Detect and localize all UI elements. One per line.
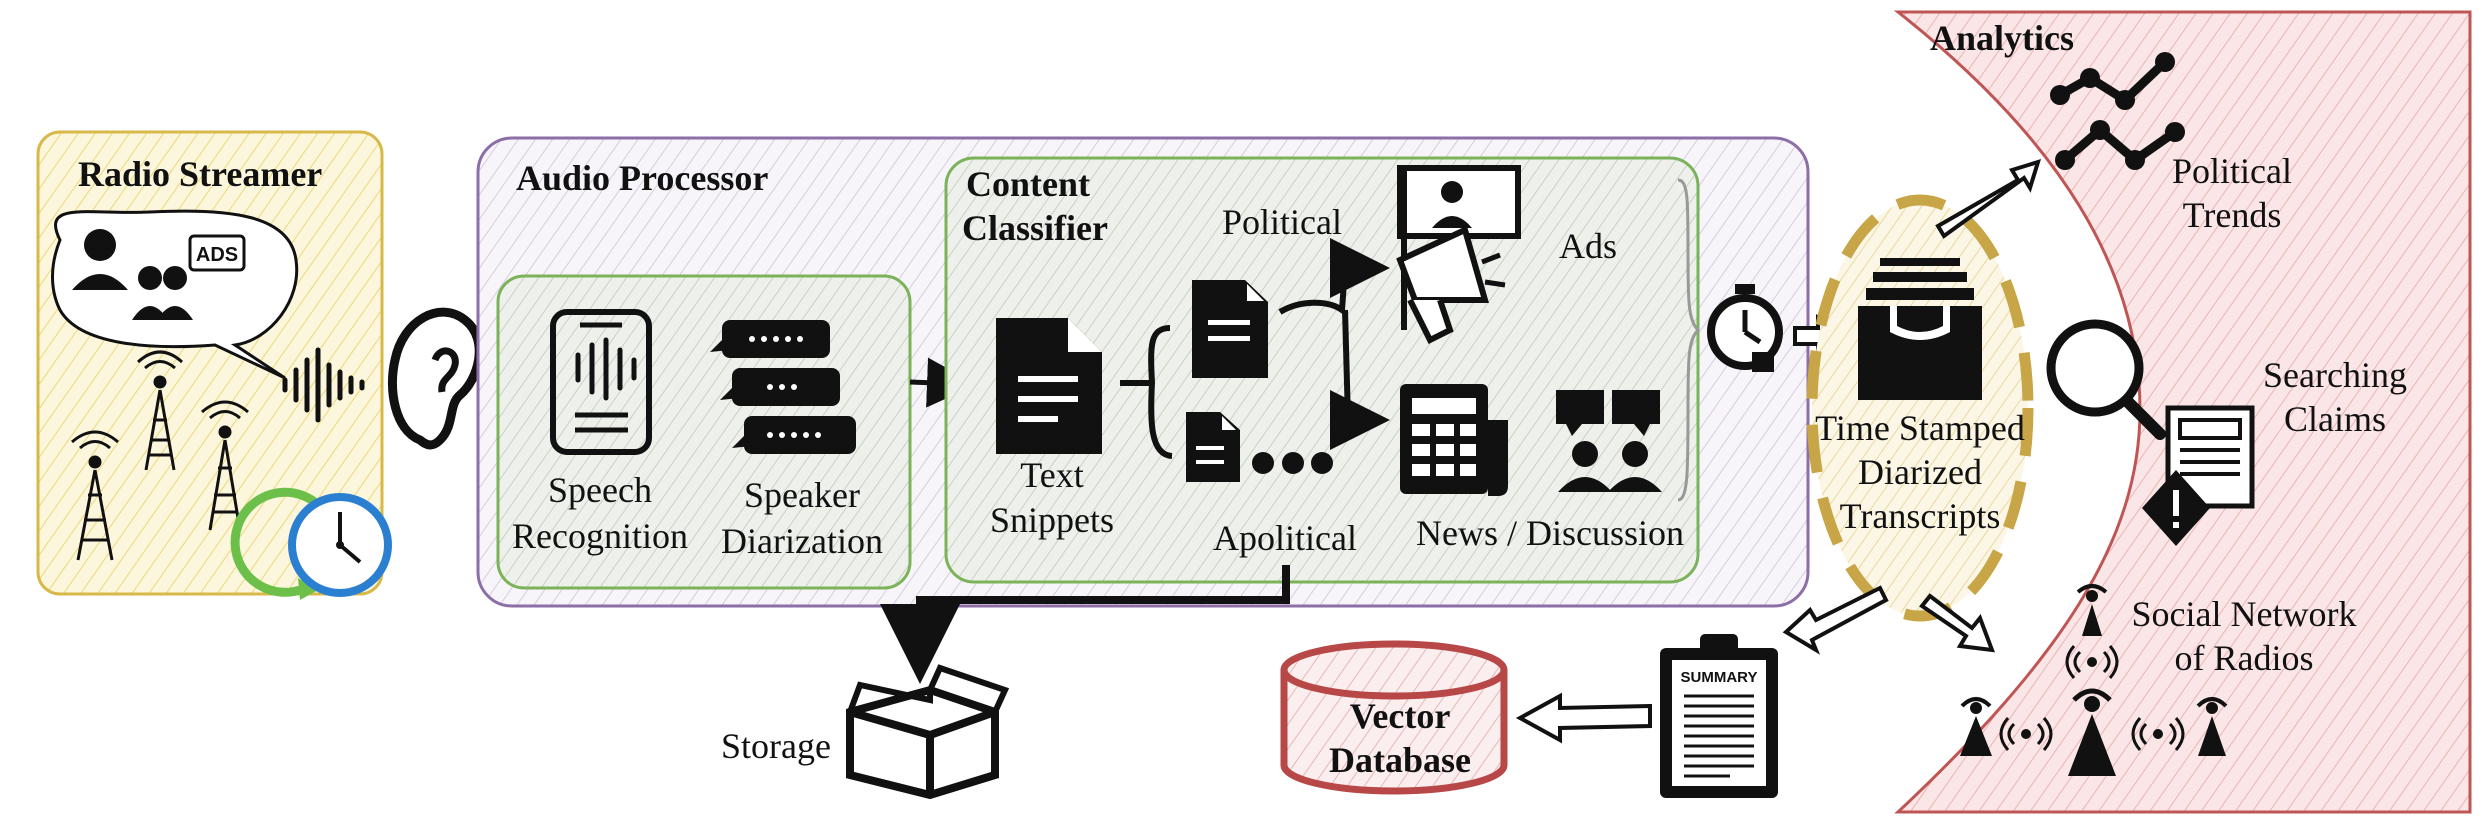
search-claims-icon <box>2046 319 2255 546</box>
ads-label: Ads <box>1559 226 1617 266</box>
vector-database-label-1: Vector <box>1350 696 1451 736</box>
vector-database-label-2: Database <box>1329 740 1471 780</box>
transcripts-node: Time Stamped Diarized Transcripts <box>1806 194 2034 622</box>
radio-tower-icon <box>136 350 184 471</box>
social-network-label-1: Social Network <box>2132 594 2357 634</box>
hollow-arrow <box>1515 692 1652 744</box>
political-trends-label-2: Trends <box>2183 195 2282 235</box>
audio-processor-box: Audio Processor Speech Recognition <box>476 136 1810 608</box>
radio-tower-icon <box>201 400 249 531</box>
document-icon <box>996 318 1102 454</box>
speech-recognition-icon <box>550 309 652 455</box>
trend-chart-icon <box>2050 52 2185 170</box>
apolitical-label: Apolitical <box>1213 518 1357 558</box>
megaphone-icon <box>1396 165 1521 345</box>
arrow <box>880 565 1290 684</box>
summary-badge: SUMMARY <box>1681 669 1758 686</box>
social-network-icon <box>1960 584 2228 776</box>
ads-badge: ADS <box>196 244 238 266</box>
bracket <box>1120 325 1173 459</box>
radio-streamer-box: Radio Streamer ADS <box>36 130 392 600</box>
discussion-icon <box>1556 390 1662 492</box>
analytics-title: Analytics <box>1930 18 2074 58</box>
speech-bubble-icon: ADS <box>51 209 299 380</box>
searching-claims-label-1: Searching <box>2263 355 2407 395</box>
political-trends-label-1: Political <box>2172 151 2292 191</box>
speech-recognition-label-1: Speech <box>548 470 652 510</box>
radio-streamer-title: Radio Streamer <box>78 154 322 194</box>
summary-clipboard-icon: SUMMARY <box>1660 634 1778 798</box>
news-discussion-label: News / Discussion <box>1416 513 1684 553</box>
transcripts-label-2: Diarized <box>1858 452 1982 492</box>
text-snippets-label-1: Text <box>1020 455 1083 495</box>
text-snippets-label-2: Snippets <box>990 500 1114 540</box>
speaker-diarization-icon <box>710 320 856 454</box>
timer-icon <box>1707 284 1783 372</box>
speaker-diarization-label-1: Speaker <box>744 475 860 515</box>
clock-icon <box>230 487 392 600</box>
social-network-label-2: of Radios <box>2175 638 2314 678</box>
political-label: Political <box>1222 202 1342 242</box>
storage-box-icon <box>846 664 1010 800</box>
archive-box-icon <box>1858 258 1982 400</box>
storage-label: Storage <box>721 726 831 766</box>
arrow <box>1330 309 1390 450</box>
audio-processor-title: Audio Processor <box>516 158 768 198</box>
hollow-arrow <box>1919 593 1996 653</box>
content-classifier-title-2: Classifier <box>962 208 1108 248</box>
radio-tower-icon <box>71 430 119 561</box>
sound-wave-icon <box>282 347 365 423</box>
speaker-diarization-label-2: Diarization <box>721 521 883 561</box>
hollow-arrow <box>1782 585 1889 655</box>
apolitical-document-icon <box>1186 412 1333 482</box>
speech-recognition-label-2: Recognition <box>512 516 688 556</box>
arrow <box>1278 238 1390 316</box>
transcripts-label-3: Transcripts <box>1840 496 2001 536</box>
curly-brace <box>1677 178 1701 502</box>
content-classifier-title-1: Content <box>966 164 1090 204</box>
vector-database: Vector Database <box>1280 640 1508 795</box>
hollow-arrow <box>1935 158 2042 239</box>
political-document-icon <box>1192 280 1268 378</box>
newspaper-icon <box>1400 384 1508 496</box>
searching-claims-label-2: Claims <box>2284 399 2386 439</box>
transcripts-label-1: Time Stamped <box>1815 408 2025 448</box>
content-classifier-box: Content Classifier Text Snippets <box>944 156 1701 584</box>
ear-icon <box>388 307 484 450</box>
